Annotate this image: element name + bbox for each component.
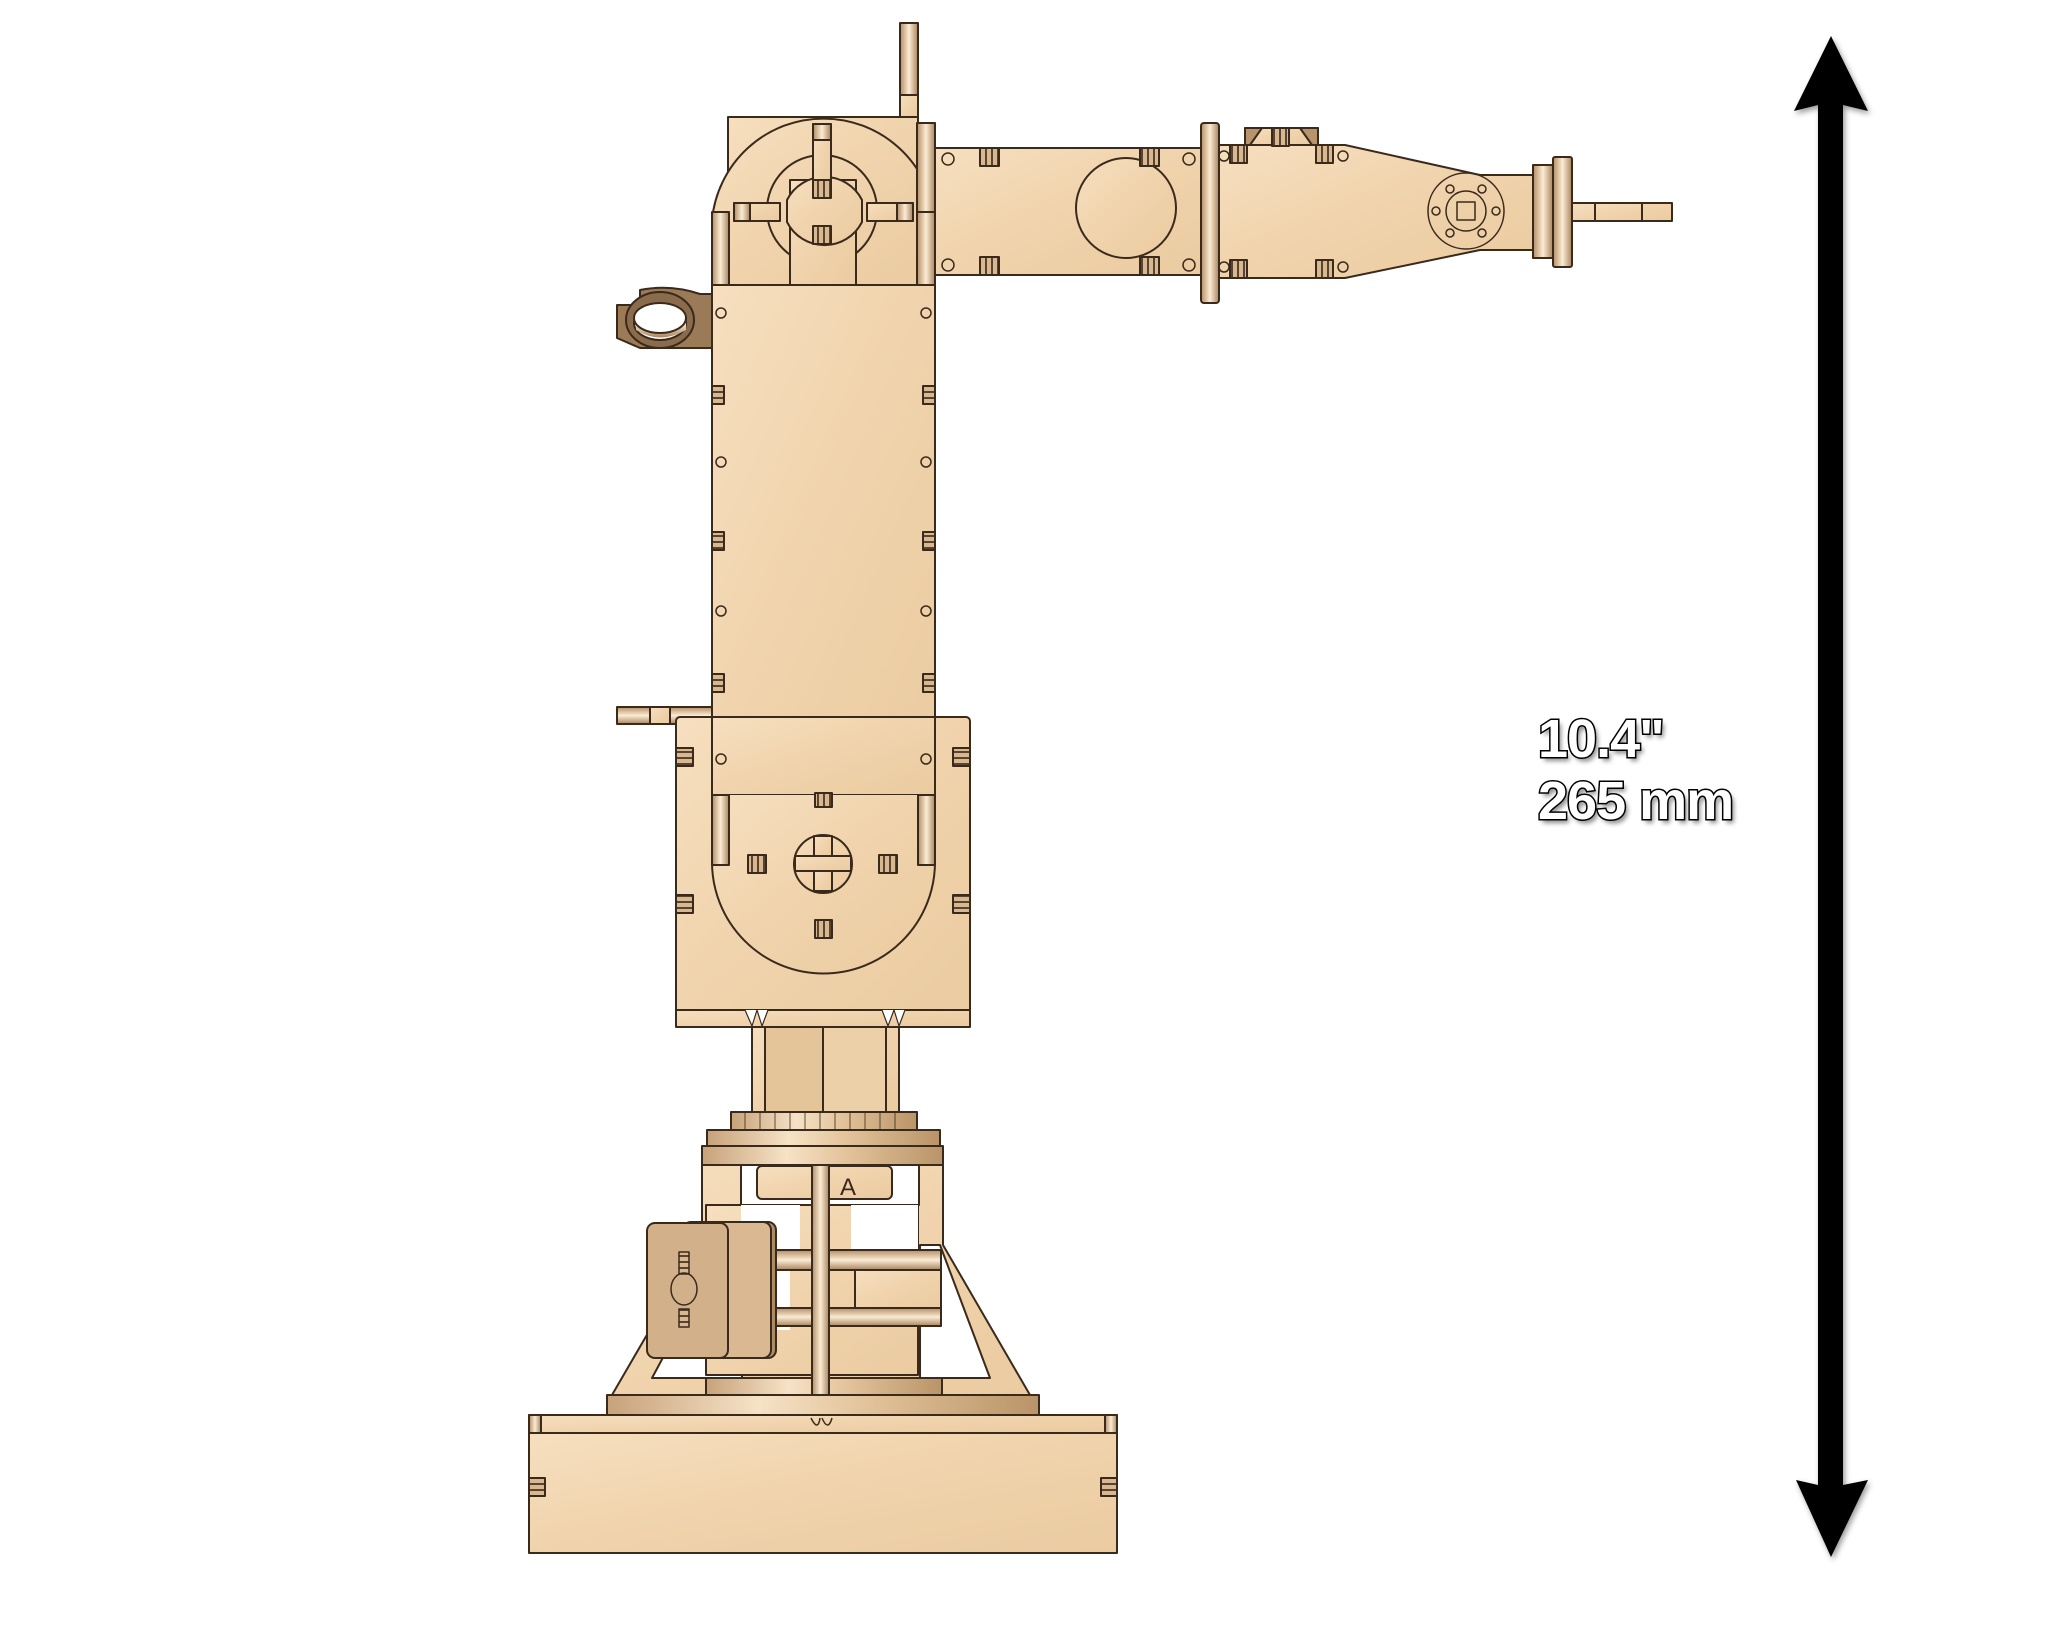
top-tab — [899, 22, 919, 119]
wrist-gripper — [1532, 156, 1673, 268]
dimension-imperial: 10.4" — [1536, 708, 1666, 771]
dimension-metric: 265 mm — [1536, 770, 1735, 833]
turntable — [701, 1111, 944, 1166]
cable-ring — [616, 286, 713, 349]
upper-arm — [934, 147, 1206, 276]
servo-mount-symbol — [670, 1251, 698, 1328]
pyramid-stand: A — [606, 1164, 1040, 1436]
wrist-servo-horn — [1427, 172, 1505, 250]
forearm — [1218, 127, 1534, 279]
shoulder-housing — [711, 116, 936, 288]
double-headed-arrow — [1794, 36, 1868, 1557]
part-marking-A: A — [840, 1174, 856, 1201]
main-column — [711, 284, 936, 796]
elbow-flange — [1200, 122, 1220, 304]
base-box — [528, 1414, 1118, 1554]
dimension-label: 10.4" 265 mm — [1536, 708, 1735, 833]
lower-box — [675, 716, 971, 1028]
neck — [751, 1026, 900, 1113]
